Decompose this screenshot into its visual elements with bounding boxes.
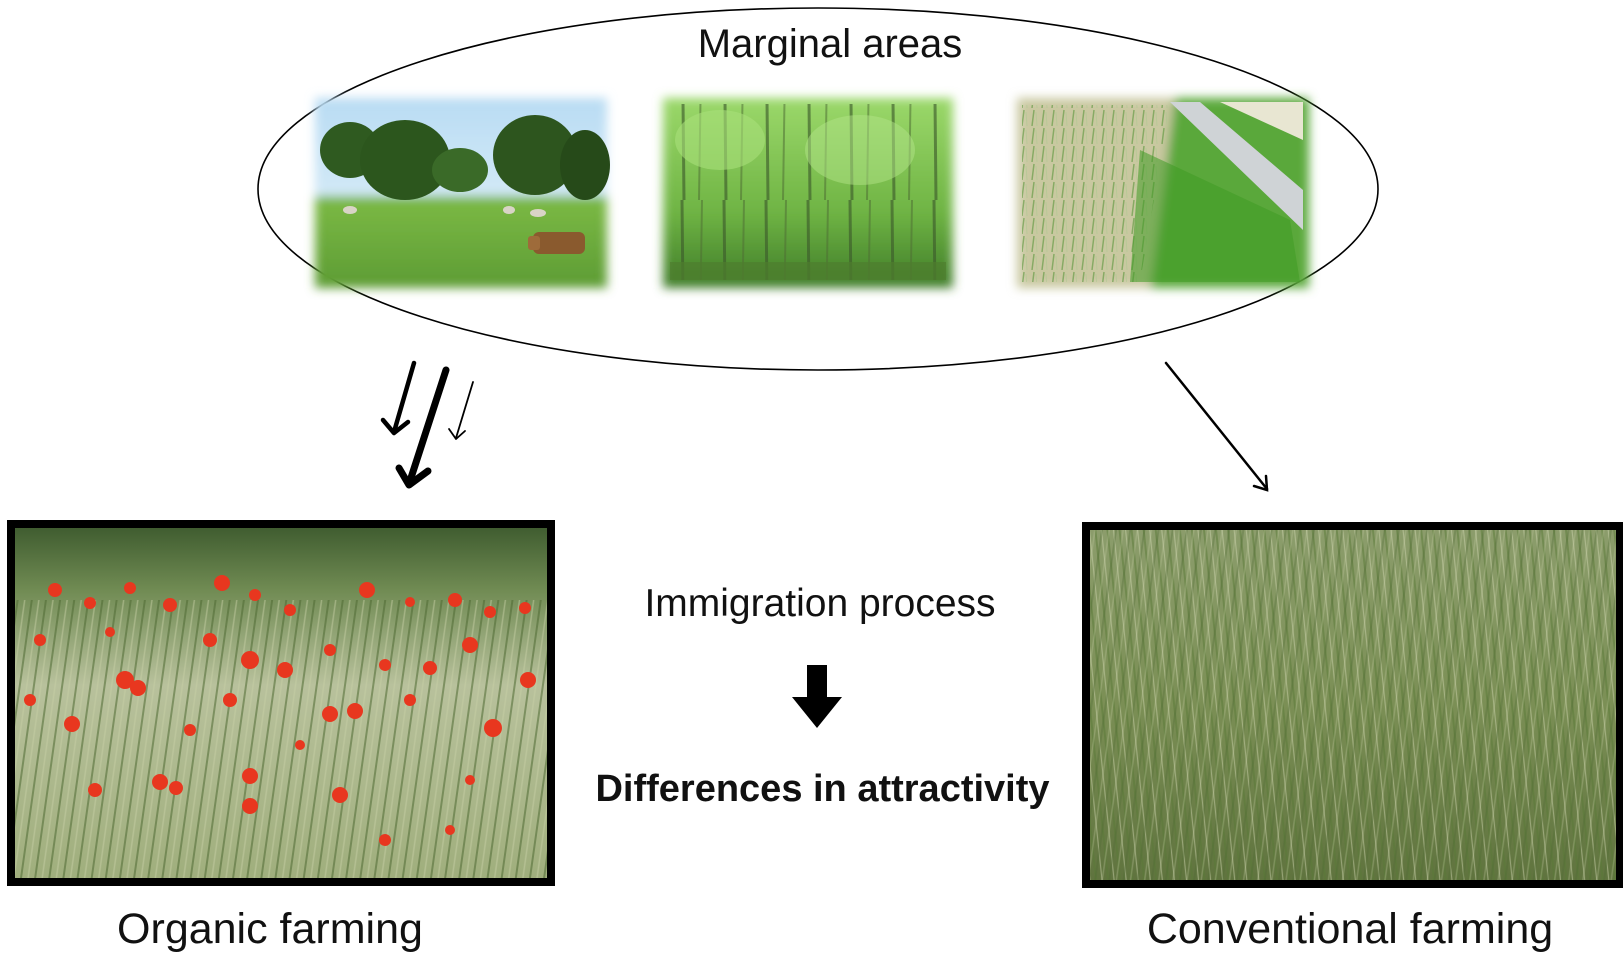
conventional-farming-label: Conventional farming — [1146, 905, 1554, 953]
pasture-with-cows-photo — [315, 98, 610, 288]
arrows-to-organic — [380, 360, 474, 489]
thick-arrow-to-organic — [395, 366, 450, 489]
organic-farming-label: Organic farming — [117, 905, 423, 953]
medium-arrow-to-organic — [380, 360, 417, 436]
forest-photo — [663, 98, 953, 288]
grassy-road-verge-photo — [1017, 98, 1309, 288]
differences-in-attractivity-label: Differences in attractivity — [595, 768, 1050, 810]
marginal-areas-ellipse — [257, 7, 1379, 371]
immigration-process-label: Immigration process — [644, 582, 996, 625]
down-arrow-icon — [792, 665, 842, 728]
poppy-wheat-field-photo — [7, 520, 555, 886]
marginal-areas-title: Marginal areas — [697, 22, 963, 66]
wheat-field-photo — [1082, 522, 1623, 888]
arrow-to-conventional — [1164, 361, 1269, 492]
thin-arrow-to-organic — [448, 381, 474, 440]
